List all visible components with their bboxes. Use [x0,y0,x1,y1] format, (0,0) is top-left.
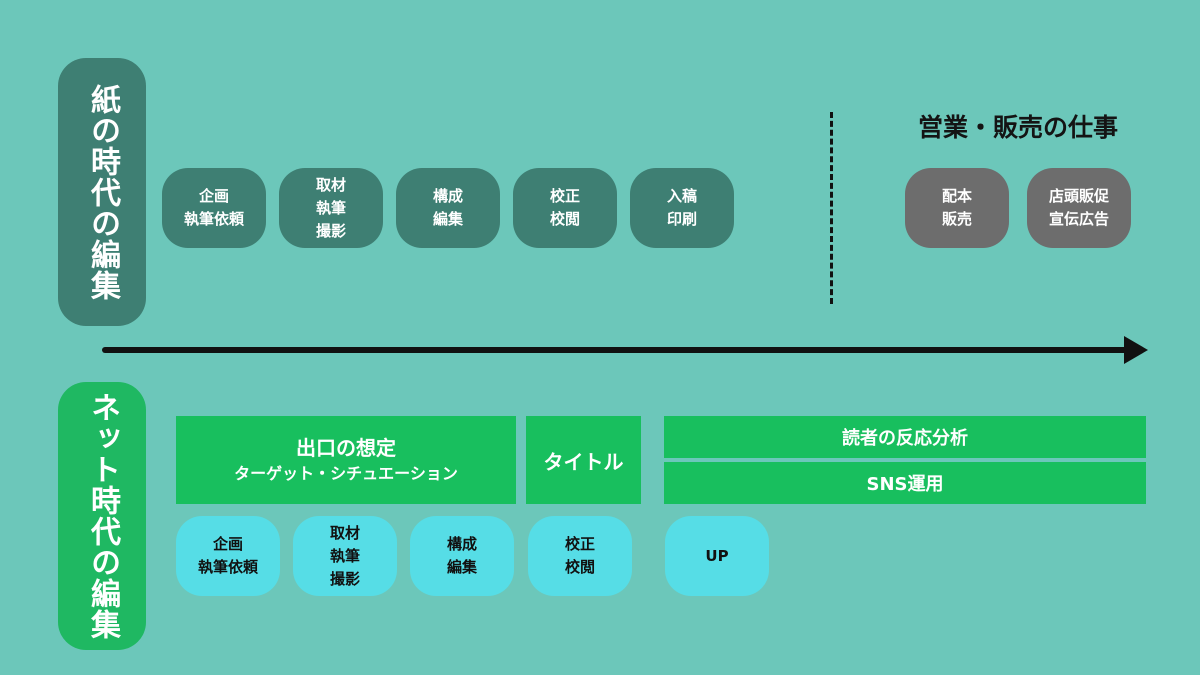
step-line: 販売 [941,210,972,228]
step-line: 校正 [564,535,595,553]
title-box: タイトル [526,416,641,504]
net-step-editing: 構成 編集 [410,516,514,596]
step-line: 取材 [315,175,346,194]
net-step-upload: UP [665,516,769,596]
timeline-arrow-head-icon [1124,336,1148,364]
exit-assumption-box: 出口の想定 ターゲット・シチュエーション [176,416,516,504]
step-line: 撮影 [315,221,346,240]
phase-divider [830,112,833,304]
paper-step-planning: 企画 執筆依頼 [162,168,266,248]
step-line: 撮影 [329,569,360,588]
net-step-proofreading: 校正 校閲 [528,516,632,596]
net-step-planning: 企画 執筆依頼 [176,516,280,596]
exit-subtitle: ターゲット・シチュエーション [234,464,458,483]
step-line: 印刷 [666,210,697,228]
step-line: 入稿 [666,187,697,205]
step-line: 構成 [446,535,477,553]
paper-step-printing: 入稿 印刷 [630,168,734,248]
step-line: 執筆依頼 [197,558,258,576]
paper-era-label: 紙の時代の編集 [58,58,146,326]
step-line: 執筆 [329,546,360,565]
sns-operation-box: SNS運用 [664,462,1146,504]
step-line: 校閲 [564,558,595,576]
step-line: 編集 [432,210,463,228]
reader-analysis-box: 読者の反応分析 [664,416,1146,458]
step-line: 校閲 [549,210,580,228]
sales-step-distribution: 配本 販売 [905,168,1009,248]
net-era-label: ネット時代の編集 [58,382,146,650]
step-line: 取材 [329,523,360,542]
sales-step-promotion: 店頭販促 宣伝広告 [1027,168,1131,248]
timeline-arrow-shaft [102,347,1132,353]
step-line: 校正 [549,187,580,205]
paper-step-coverage: 取材 執筆 撮影 [279,168,383,248]
step-line: 配本 [941,187,972,205]
paper-step-editing: 構成 編集 [396,168,500,248]
sales-heading: 営業・販売の仕事 [917,113,1118,142]
step-line: 執筆依頼 [183,210,244,228]
step-line: 企画 [198,187,229,205]
step-line: 宣伝広告 [1048,210,1109,228]
step-line: 編集 [446,558,477,576]
step-line: 執筆 [315,198,346,217]
step-line: 店頭販促 [1048,187,1109,205]
paper-step-proofreading: 校正 校閲 [513,168,617,248]
step-line: 構成 [432,187,463,205]
step-line: 企画 [212,535,243,553]
exit-title: 出口の想定 [296,436,396,460]
step-line: UP [705,546,729,565]
net-step-coverage: 取材 執筆 撮影 [293,516,397,596]
